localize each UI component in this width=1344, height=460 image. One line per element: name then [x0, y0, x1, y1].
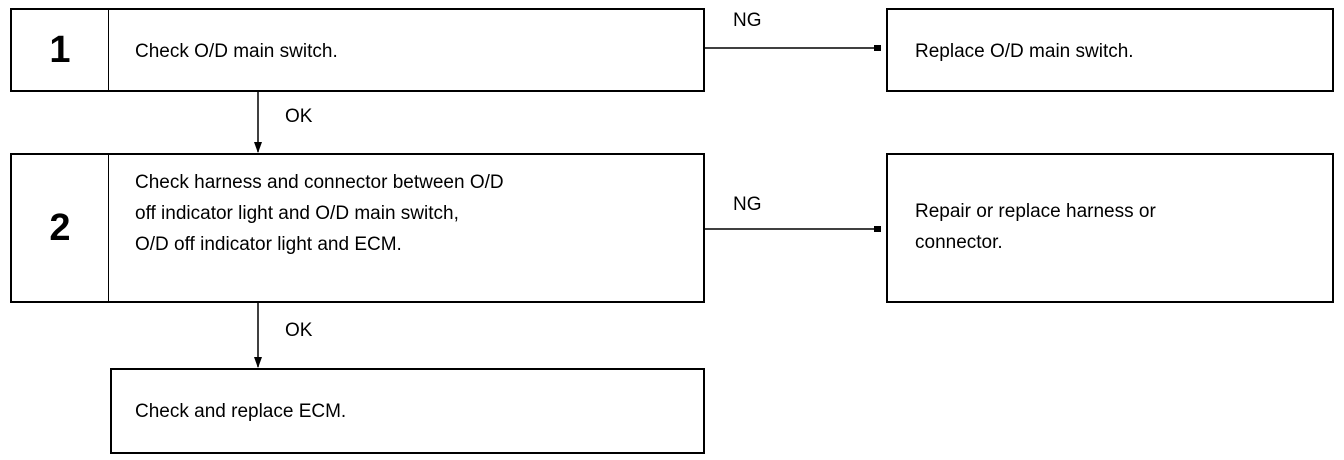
- result-1-box: Replace O/D main switch.: [886, 8, 1334, 92]
- step-2-number: 2: [12, 155, 109, 301]
- ok-1-arrowhead: [254, 142, 262, 153]
- ng-2-arrowhead: [874, 226, 881, 232]
- step-1-number: 1: [12, 10, 109, 90]
- step-1-box: 1 Check O/D main switch.: [10, 8, 705, 92]
- ng-label-2: NG: [733, 194, 762, 215]
- step-2-text: Check harness and connector between O/D …: [135, 172, 504, 255]
- final-box: Check and replace ECM.: [110, 368, 705, 454]
- ok-label-1: OK: [285, 106, 313, 127]
- ok-2-arrowhead: [254, 357, 262, 368]
- result-2-text: Repair or replace harness or connector.: [915, 201, 1156, 253]
- final-text: Check and replace ECM.: [135, 401, 347, 422]
- result-1-text: Replace O/D main switch.: [915, 41, 1134, 62]
- ng-1-arrowhead: [874, 45, 881, 51]
- step-1-text: Check O/D main switch.: [135, 41, 338, 62]
- ng-label-1: NG: [733, 10, 762, 31]
- ok-label-2: OK: [285, 320, 313, 341]
- result-2-box: Repair or replace harness or connector.: [886, 153, 1334, 303]
- step-2-box: 2 Check harness and connector between O/…: [10, 153, 705, 303]
